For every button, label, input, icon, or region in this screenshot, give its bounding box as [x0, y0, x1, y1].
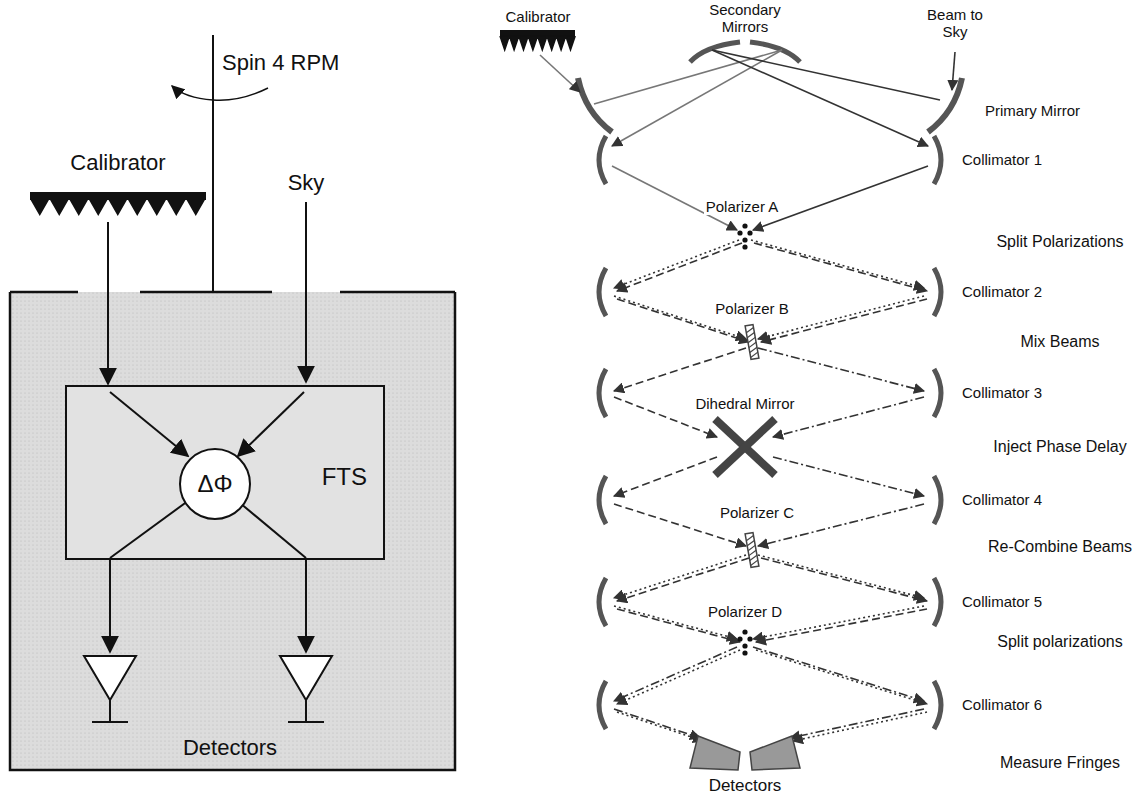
fts-box: FTS ΔΦ [65, 385, 385, 560]
primary-mirror [928, 78, 962, 132]
spin-arrow [172, 86, 268, 100]
collimator-mirror [934, 369, 941, 417]
beam-ray [617, 712, 703, 741]
beam-ray [751, 240, 924, 288]
beam-ray [617, 243, 742, 291]
beam-ray [790, 709, 924, 738]
calibrator-label: Calibrator [28, 150, 208, 176]
beam-ray [617, 650, 740, 704]
wire-grid-polarizer [745, 325, 759, 360]
collimator-label: Collimator 1 [962, 151, 1042, 168]
detector-horn [750, 736, 800, 770]
collimator-mirror [934, 476, 941, 524]
collimator-mirror [599, 369, 606, 417]
collimator-mirror [599, 681, 606, 729]
collimator-label: Collimator 3 [962, 384, 1042, 401]
stage-label: Measure Fringes [1000, 754, 1120, 772]
beam-ray [753, 647, 924, 701]
collimator-mirror [599, 578, 606, 626]
calibrator-label: Calibrator [505, 8, 570, 25]
beam-ray [540, 55, 580, 92]
beam-to-sky-label: Beam to Sky [924, 6, 986, 41]
calibrator-target: Calibrator [28, 150, 208, 220]
detectors-label: Detectors [183, 735, 277, 760]
wire-grid-polarizer [747, 230, 752, 235]
fts-fill [65, 385, 385, 560]
detector-horn [690, 736, 740, 770]
wire-grid-polarizer [742, 237, 747, 242]
detectors-label: Detectors [709, 776, 782, 796]
collimator-mirror [934, 268, 941, 316]
wire-grid-polarizer [742, 643, 747, 648]
polarizer-label: Polarizer C [718, 504, 796, 521]
calibrator-comb [28, 192, 208, 220]
wire-grid-polarizer [737, 230, 742, 235]
beam-ray [758, 555, 924, 598]
collimator-mirror [599, 136, 606, 184]
collimator-label: Collimator 4 [962, 491, 1042, 508]
collimator-mirror [934, 578, 941, 626]
optical-layout [500, 30, 962, 770]
beam-ray [754, 243, 927, 291]
calibrator-comb [500, 36, 575, 50]
beam-ray [712, 50, 940, 100]
beam-ray [614, 647, 737, 701]
stage-label: Split Polarizations [996, 233, 1123, 251]
beam-ray [612, 50, 782, 146]
stage-label: Re-Combine Beams [988, 538, 1132, 556]
spin-label: Spin 4 RPM [222, 50, 339, 75]
beam-ray [614, 240, 739, 288]
secondary-mirrors-label: Secondary Mirrors [700, 1, 790, 36]
wire-grid-polarizer [737, 636, 742, 641]
beam-ray [952, 52, 955, 90]
wire-grid-polarizer [742, 650, 747, 655]
beam-ray [712, 50, 928, 146]
beam-arrow [107, 222, 109, 384]
beam-ray [594, 50, 782, 104]
fts-label: FTS [322, 463, 367, 491]
sky-beam [305, 202, 307, 382]
wire-grid-polarizer [742, 629, 747, 634]
stage-label: Split polarizations [997, 633, 1122, 651]
primary-mirror [578, 78, 612, 132]
beam-ray [773, 457, 924, 496]
spin-axis [212, 35, 214, 292]
phase-symbol: ΔΦ [178, 447, 252, 521]
wire-grid-polarizer [742, 244, 747, 249]
wire-grid-polarizer [745, 533, 759, 568]
polarizer-label: Polarizer A [704, 198, 781, 215]
collimator-mirror [599, 476, 606, 524]
beam-ray [793, 712, 927, 741]
stage-label: Mix Beams [1020, 333, 1099, 351]
beam-ray [761, 558, 927, 601]
beam-ray [614, 709, 700, 738]
beam-ray [617, 558, 749, 601]
sky-label: Sky [288, 170, 325, 195]
primary-mirror-label: Primary Mirror [985, 102, 1080, 119]
beam-ray [614, 555, 746, 598]
wire-grid-polarizer [742, 223, 747, 228]
polarizer-label: Polarizer D [706, 603, 784, 620]
collimator-mirror [599, 268, 606, 316]
detector-symbol [84, 656, 332, 722]
instrument-housing [10, 292, 455, 770]
stage-label: Inject Phase Delay [993, 438, 1126, 456]
phase-delay-circle: ΔΦ [178, 447, 252, 521]
polarizer-label: Polarizer B [713, 300, 790, 317]
beam-ray [614, 457, 717, 496]
housing-outline [10, 292, 455, 770]
collimator-mirror [934, 681, 941, 729]
dihedral-mirror [715, 419, 775, 475]
beam-ray [614, 348, 746, 391]
collimator-label: Collimator 6 [962, 696, 1042, 713]
dihedral-mirror [715, 419, 775, 475]
collimator-label: Collimator 5 [962, 593, 1042, 610]
beam-ray [756, 650, 927, 704]
collimator-mirror [934, 136, 941, 184]
fts-inner-arrows [110, 392, 306, 652]
collimator-label: Collimator 2 [962, 283, 1042, 300]
dihedral-label: Dihedral Mirror [693, 395, 796, 412]
wire-grid-polarizer [747, 636, 752, 641]
beam-ray [758, 348, 924, 391]
